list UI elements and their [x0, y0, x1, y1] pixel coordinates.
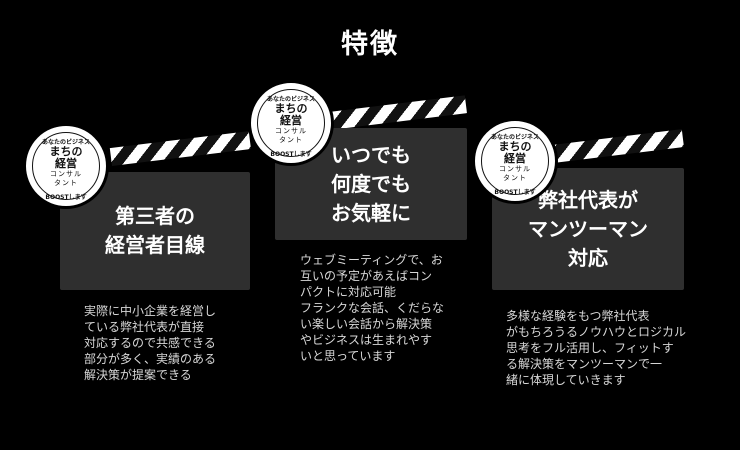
badge-top-text: あなたのビジネス [490, 134, 539, 141]
feature-title-line: 何度でも [331, 171, 411, 196]
description-line: やビジネスは生まれやす [300, 333, 433, 347]
description-line: 多様な経験をもつ弊社代表 [506, 309, 650, 323]
description-line: い楽しい会話から解決策 [300, 317, 433, 331]
badge-sub-line: コンサル [50, 170, 82, 178]
consultant-badge: あなたのビジネス まちの 経営 コンサル タント BOOSTします [472, 118, 558, 204]
clapper-stick [109, 131, 251, 166]
feature-title-line: 経営者目線 [105, 233, 205, 257]
badge-main-line: 経営 [280, 114, 302, 127]
clapper-stick [542, 129, 684, 164]
badge-sub-line: コンサル [275, 127, 307, 135]
feature-title-line: 第三者の [115, 204, 195, 228]
feature-description: 多様な経験をもつ弊社代表 がもちろうるノウハウとロジカル 思考をフル活用し、フィ… [506, 308, 686, 388]
description-line: 互いの予定があえばコン [300, 269, 433, 283]
description-line: 緒に体現していきます [506, 373, 626, 387]
feature-title-line: 対応 [568, 245, 608, 270]
badge-main-line: まちの [274, 102, 308, 115]
description-line: ている弊社代表が直接 [84, 320, 205, 334]
badge-top-text: あなたのビジネス [266, 96, 315, 103]
badge-bottom-text: BOOSTします [45, 194, 87, 201]
badge-main-line: 経営 [504, 152, 526, 165]
badge-main-line: 経営 [55, 157, 77, 170]
description-line: ウェブミーティングで、お [300, 253, 443, 267]
badge-bottom-text: BOOSTします [270, 151, 312, 158]
description-line: 部分が多く、実績のある [84, 352, 217, 366]
badge-top-text: あなたのビジネス [41, 139, 90, 146]
description-line: がもちろうるノウハウとロジカル [506, 325, 687, 339]
consultant-badge: あなたのビジネス まちの 経営 コンサル タント BOOSTします [248, 80, 334, 166]
badge-sub-line: タント [503, 174, 527, 182]
description-line: パクトに対応可能 [300, 285, 397, 299]
badge-main-line: まちの [498, 140, 532, 153]
description-line: 解決策が提案できる [84, 368, 192, 382]
consultant-badge: あなたのビジネス まちの 経営 コンサル タント BOOSTします [23, 123, 109, 209]
clapper-board: いつでも 何度でも お気軽に [275, 128, 467, 240]
badge-sub-line: タント [54, 179, 78, 187]
clapper-stick [327, 95, 467, 130]
badge-bottom-text: BOOSTします [494, 189, 536, 196]
feature-description: ウェブミーティングで、お 互いの予定があえばコン パクトに対応可能 フランクな会… [300, 252, 444, 364]
description-line: 対応するので共感できる [84, 336, 216, 350]
description-line: フランクな会話、くだらな [300, 301, 445, 315]
badge-sub-line: コンサル [499, 165, 531, 173]
feature-title-line: いつでも [331, 142, 411, 167]
feature-title-line: マンツーマン [528, 216, 648, 241]
feature-description: 実際に中小企業を経営し ている弊社代表が直接 対応するので共感できる 部分が多く… [84, 303, 216, 383]
description-line: 実際に中小企業を経営し [84, 304, 217, 318]
description-line: 思考をフル活用し、フィットす [506, 341, 674, 355]
description-line: いと思っています [300, 349, 396, 363]
feature-title-line: お気軽に [331, 200, 411, 225]
feature-title-line: 弊社代表が [538, 187, 638, 212]
badge-sub-line: タント [279, 136, 303, 144]
description-line: る解決策をマンツーマンで一 [506, 357, 663, 371]
badge-main-line: まちの [49, 145, 83, 158]
section-heading: 特徴 [341, 29, 399, 60]
